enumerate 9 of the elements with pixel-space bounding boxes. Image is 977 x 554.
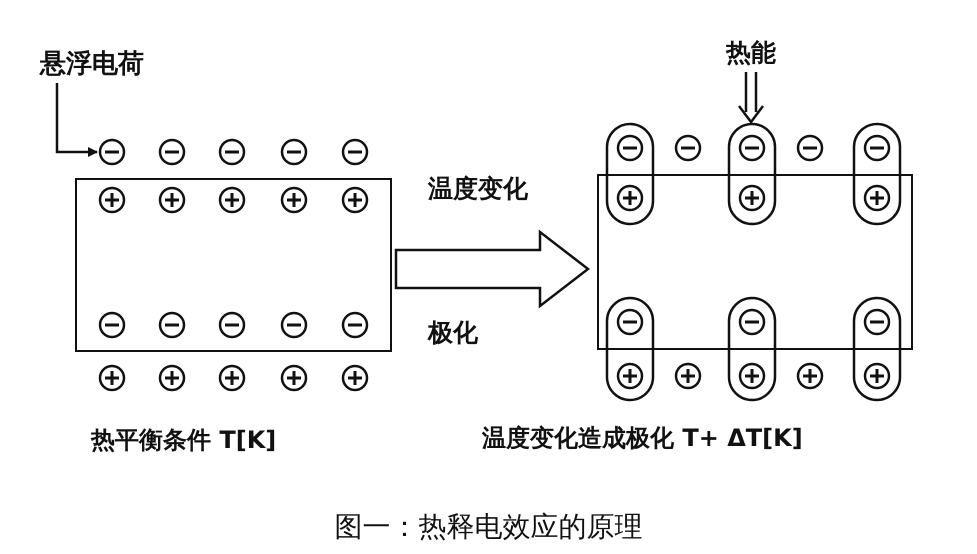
figure-caption: 图一：热释电效应的原理 — [334, 509, 644, 545]
caption-text: 热平衡条件 T[K] — [91, 425, 276, 456]
double-arrow — [738, 70, 764, 124]
callout-text: 悬浮电荷 — [40, 46, 144, 81]
caption-text: 温度变化造成极化 T+ ΔT[K] — [482, 423, 803, 454]
callout-text: 热能 — [726, 36, 776, 69]
arrow-label: 极化 — [428, 317, 478, 349]
leader-arrow — [56, 83, 98, 157]
hollow-arrow — [394, 229, 590, 309]
